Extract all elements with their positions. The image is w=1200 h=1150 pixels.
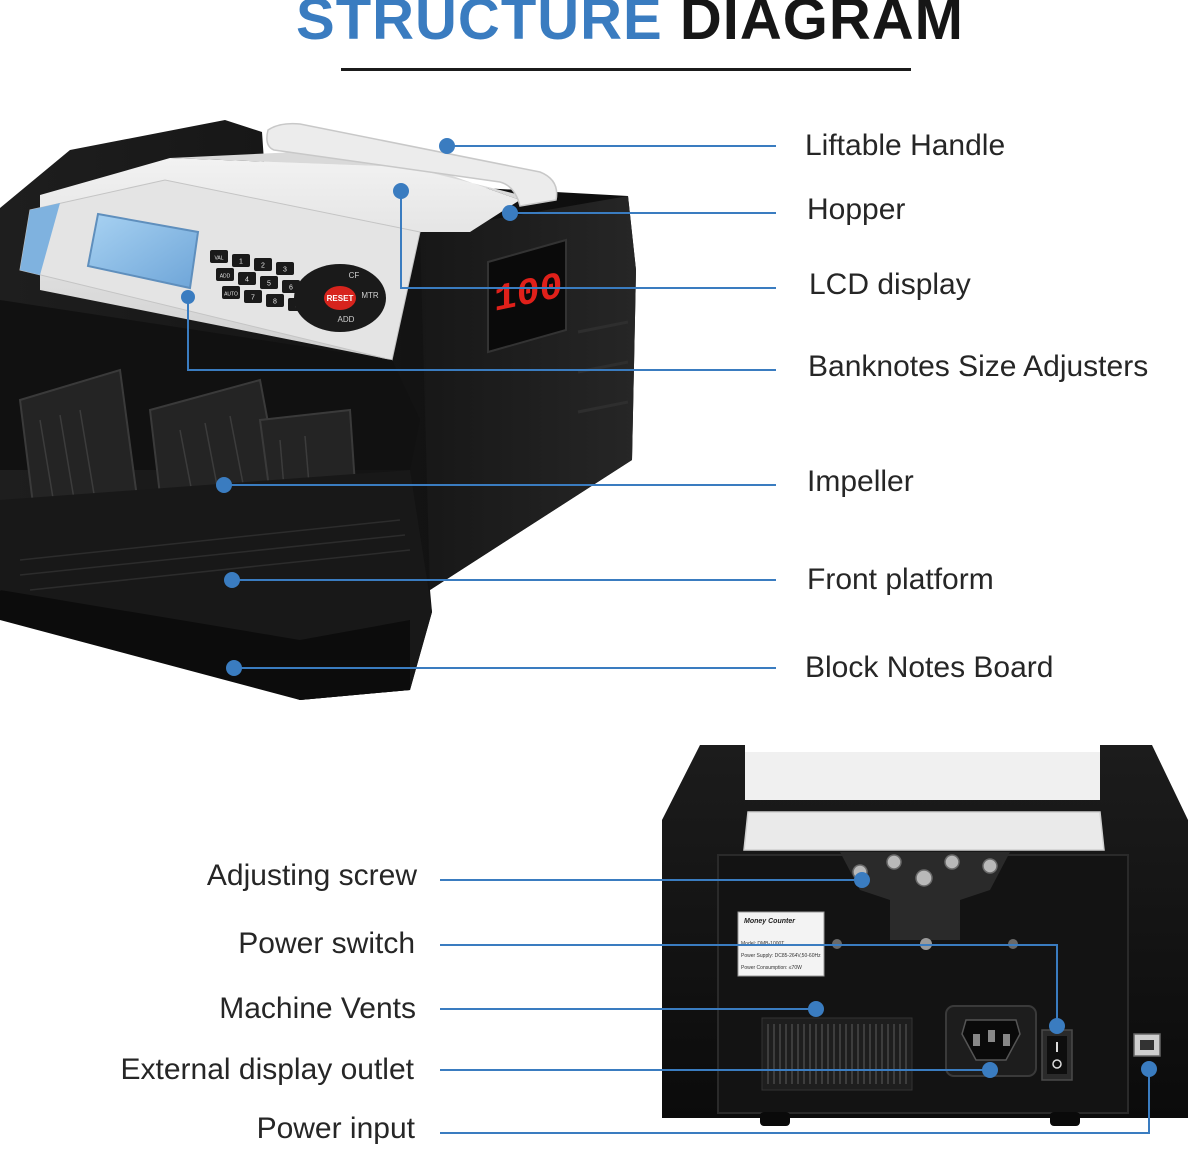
machine-front-view: 100 VAL123ADD456AUTO789 RESET CF MTR xyxy=(0,120,636,700)
keypad-key: 2 xyxy=(254,258,272,271)
dot-lcd-display xyxy=(393,183,409,199)
dot-power-input xyxy=(1141,1061,1157,1077)
dot-adjusting-screw xyxy=(854,872,870,888)
leader-power-switch xyxy=(440,944,1058,1026)
dot-hopper xyxy=(502,205,518,221)
screw-bracket xyxy=(840,852,1010,940)
callout-dots xyxy=(181,138,1157,1078)
keypad-key: 4 xyxy=(238,272,256,285)
label-power-switch: Power switch xyxy=(238,927,415,960)
leader-power-input xyxy=(440,1069,1150,1134)
title-word-diagram: DIAGRAM xyxy=(679,0,964,52)
machine-right-side xyxy=(420,196,636,590)
keypad-key: VAL xyxy=(210,250,228,263)
block-notes-ledge xyxy=(0,590,410,700)
machine-feet xyxy=(760,1112,1080,1126)
leader-lcd-display xyxy=(400,191,776,289)
keypad-key-label: 5 xyxy=(267,281,271,288)
panel-accent xyxy=(20,203,60,275)
rear-handle xyxy=(743,811,1105,851)
keypad-key: 3 xyxy=(276,262,294,275)
keypad-key-label: 7 xyxy=(251,295,255,302)
label-power-input: Power input xyxy=(256,1112,415,1145)
dial-top-label: CF xyxy=(349,271,360,280)
lcd-screen xyxy=(86,212,200,290)
power-switch-rocker xyxy=(1041,1029,1073,1081)
label-hopper: Hopper xyxy=(807,193,906,226)
label-impeller: Impeller xyxy=(807,465,914,498)
dial-right-label: MTR xyxy=(361,291,379,300)
keypad-key-label: 8 xyxy=(273,299,277,306)
page-title: STRUCTURE DIAGRAM xyxy=(0,0,1200,53)
dot-external-display-outlet xyxy=(982,1062,998,1078)
port-socket xyxy=(1140,1040,1154,1050)
keypad-key: 1 xyxy=(232,254,250,267)
label-line-2: Power Supply: DC85-264V,50-60Hz xyxy=(741,953,821,959)
label-line-3: Power Consumption: ≤70W xyxy=(741,965,802,971)
keypad-key-label: 1 xyxy=(239,259,243,266)
machine-vents-grille xyxy=(761,1017,913,1091)
label-external-display-outlet: External display outlet xyxy=(120,1053,415,1086)
label-block-notes-board: Block Notes Board xyxy=(805,651,1054,684)
machine-rear-view: Money Counter Model: DMB-1000T Power Sup… xyxy=(662,745,1188,1126)
keypad-key-label: 3 xyxy=(283,267,287,274)
keypad-key: 5 xyxy=(260,276,278,289)
dot-liftable-handle xyxy=(439,138,455,154)
keypad-key-label: ADD xyxy=(220,274,231,280)
label-lcd-display: LCD display xyxy=(809,268,971,301)
leader-banknotes-size-adjusters xyxy=(187,297,776,371)
label-banknotes-size-adjusters: Banknotes Size Adjusters xyxy=(808,350,1149,383)
platform-ribs xyxy=(19,519,411,591)
keypad-key-label: 6 xyxy=(289,285,293,292)
keypad-key-label: AUTO xyxy=(224,292,238,298)
label-adjusting-screw: Adjusting screw xyxy=(206,859,417,892)
control-dial: RESET CF MTR ADD xyxy=(294,264,386,332)
keypad-key: AUTO xyxy=(222,286,240,299)
led-counter: 100 xyxy=(487,238,567,354)
keypad-key: ADD xyxy=(216,268,234,281)
keypad-key-label: 2 xyxy=(261,263,265,270)
liftable-handle xyxy=(266,122,558,207)
label-liftable-handle: Liftable Handle xyxy=(805,129,1006,162)
title-word-structure: STRUCTURE xyxy=(296,0,663,52)
dial-bottom-label: ADD xyxy=(338,315,355,324)
dial-center-label: RESET xyxy=(327,294,354,303)
keypad-key-label: 4 xyxy=(245,277,249,284)
adjusting-screws xyxy=(852,854,998,887)
title-underline xyxy=(341,68,911,71)
rear-top-cover xyxy=(745,752,1100,800)
dot-power-switch xyxy=(1049,1018,1065,1034)
dot-front-platform xyxy=(224,572,240,588)
dot-machine-vents xyxy=(808,1001,824,1017)
dot-impeller xyxy=(216,477,232,493)
label-front-platform: Front platform xyxy=(807,563,994,596)
keypad-key-label: VAL xyxy=(214,256,223,262)
callout-lines xyxy=(187,145,1150,1134)
dot-block-notes-board xyxy=(226,660,242,676)
label-machine-vents: Machine Vents xyxy=(219,992,416,1025)
keypad-key: 8 xyxy=(266,294,284,307)
dot-banknotes-size-adjusters xyxy=(181,290,195,304)
keypad-key: 7 xyxy=(244,290,262,303)
label-brand: Money Counter xyxy=(744,918,796,925)
